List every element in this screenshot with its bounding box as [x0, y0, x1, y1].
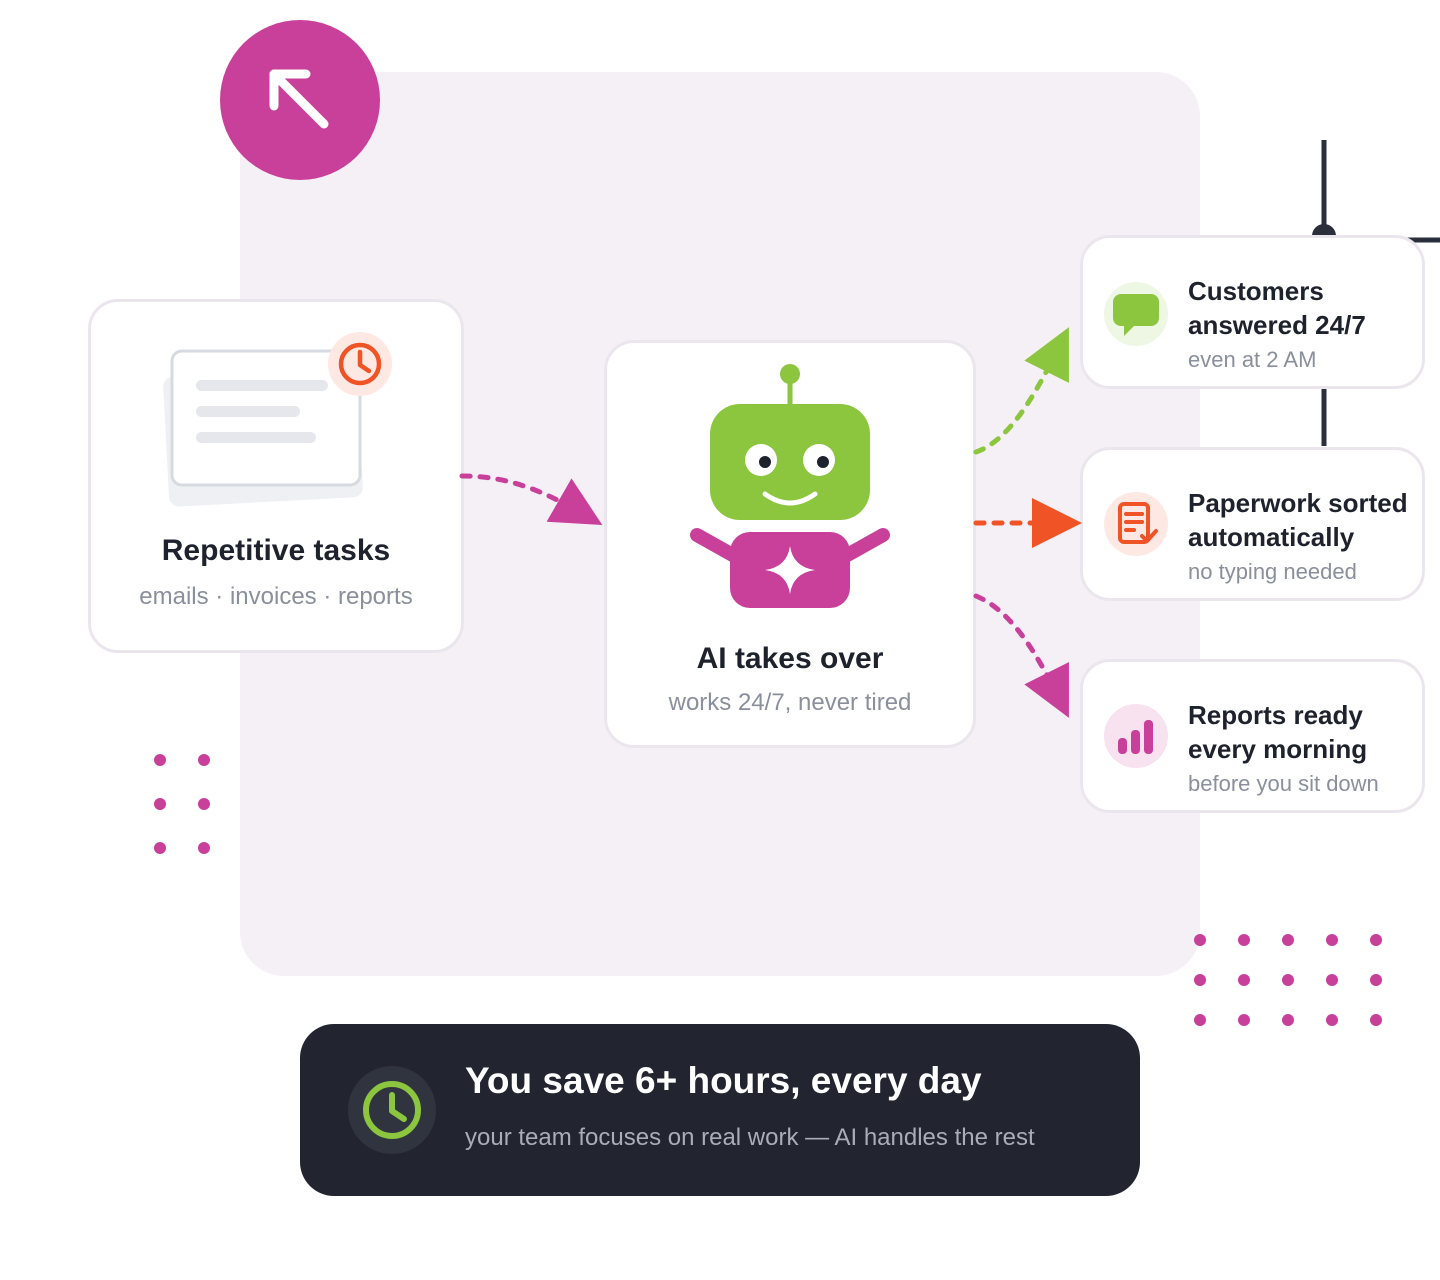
outcome-subtitle-customers: even at 2 AM	[1188, 347, 1317, 372]
savings-banner	[300, 1024, 1140, 1196]
back-arrow-badge[interactable]	[220, 20, 380, 180]
outcome-subtitle-paperwork: no typing needed	[1188, 559, 1357, 584]
bar-chart-icon	[1104, 704, 1168, 768]
outcome-title-paperwork: Paperwork sorted automatically	[1188, 488, 1408, 552]
clock-icon	[348, 1066, 436, 1154]
arrow-ai-to-customers	[973, 327, 1069, 455]
email-line-3	[196, 432, 316, 443]
repetitive-tasks-subtitle: emails · invoices · reports	[139, 583, 413, 610]
document-check-icon	[1104, 492, 1168, 556]
arrow-up-left-icon	[269, 69, 329, 129]
ai-title: AI takes over	[696, 642, 884, 675]
email-line-2	[196, 406, 300, 417]
outcome-subtitle-reports: before you sit down	[1188, 771, 1379, 796]
repetitive-tasks-title: Repetitive tasks	[161, 534, 391, 567]
banner-title: You save 6+ hours, every day	[465, 1060, 982, 1101]
robot-smile	[762, 491, 818, 506]
robot-antenna-tip	[780, 364, 800, 384]
robot-head	[710, 404, 870, 520]
banner-subtitle: your team focuses on real work — AI hand…	[465, 1124, 1035, 1151]
email-line-1	[196, 380, 328, 391]
sparkle-icon	[765, 546, 815, 594]
alarm-clock-icon	[328, 332, 392, 396]
arrow-ai-to-reports	[973, 593, 1069, 718]
ai-subtitle: works 24/7, never tired	[668, 689, 912, 716]
chat-bubble-icon	[1104, 282, 1168, 346]
outcome-title-customers: Customers answered 24/7	[1188, 276, 1366, 340]
arrow-tasks-to-ai	[459, 473, 603, 525]
outcome-title-reports: Reports ready every morning	[1188, 700, 1368, 764]
